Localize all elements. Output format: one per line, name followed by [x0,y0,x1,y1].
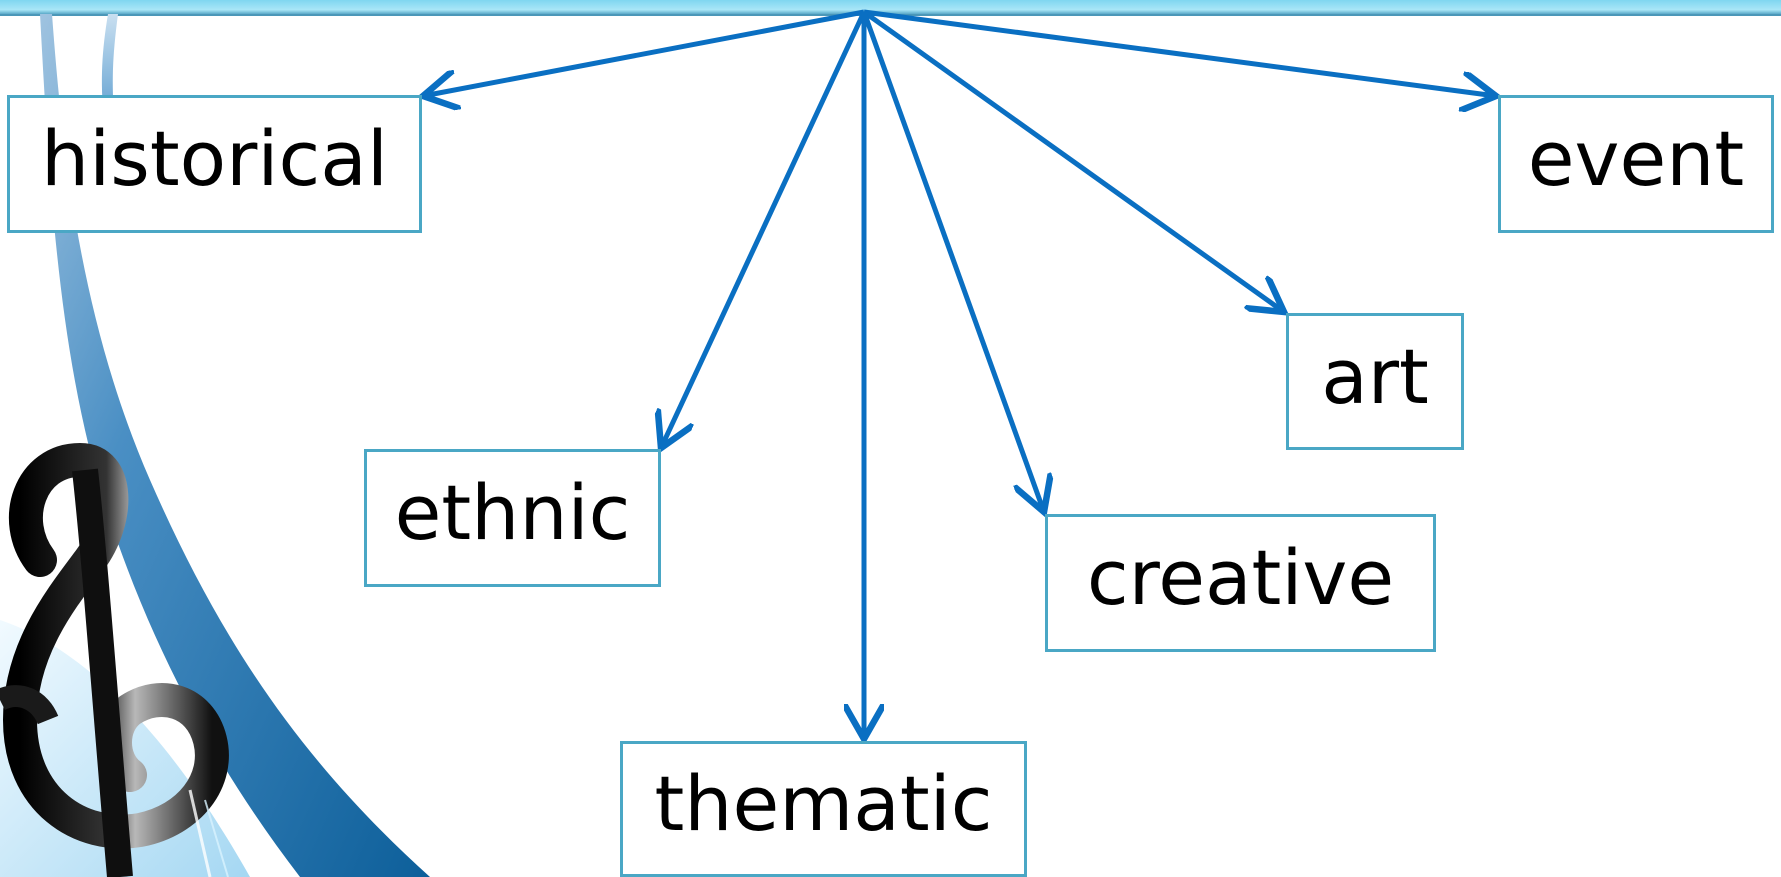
arrow-to-event [863,9,1496,96]
node-creative-label: creative [1086,533,1395,622]
node-art: art [1286,313,1464,450]
node-creative: creative [1045,514,1436,652]
arrow-to-art [862,9,1284,312]
node-art-label: art [1321,331,1429,421]
node-event: event [1498,95,1774,233]
node-thematic: thematic [620,741,1027,877]
node-thematic-label: thematic [654,759,993,848]
node-ethnic: ethnic [364,449,661,587]
node-event-label: event [1527,114,1745,203]
node-historical: historical [7,95,422,233]
treble-clef-decoration-icon [0,14,430,877]
arrow-to-ethnic [661,10,867,448]
arrow-to-creative [861,11,1044,512]
node-historical-label: historical [40,114,388,203]
arrow-to-historical [423,9,865,96]
node-ethnic-label: ethnic [394,468,631,557]
